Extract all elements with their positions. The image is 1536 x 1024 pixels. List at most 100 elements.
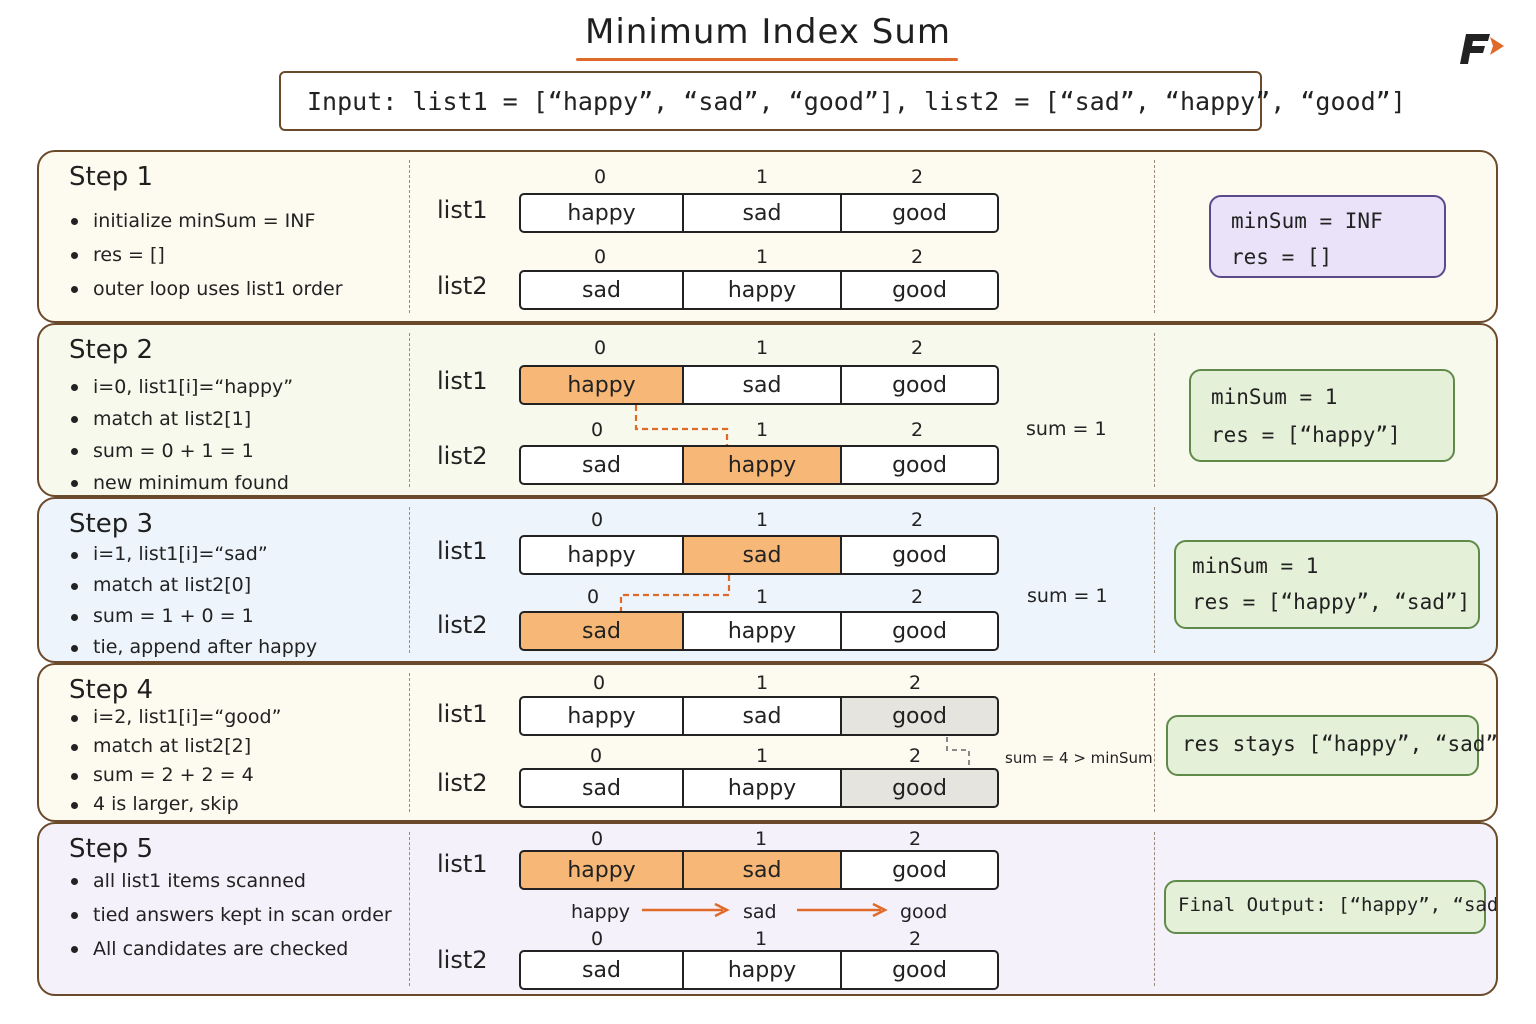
list-cell-highlighted: sad xyxy=(519,611,684,651)
input-box: Input: list1 = [“happy”, “sad”, “good”],… xyxy=(279,71,1406,131)
list-cell-highlighted: sad xyxy=(684,535,842,575)
list1-row: happy sad good xyxy=(519,535,999,575)
index-label: 2 xyxy=(910,246,924,268)
index-label: 1 xyxy=(754,828,768,850)
title-underline xyxy=(576,58,958,61)
index-label: 0 xyxy=(586,586,600,608)
sum-label: sum = 1 xyxy=(1027,585,1108,607)
index-label: 0 xyxy=(590,509,604,531)
list1-label: list1 xyxy=(437,700,488,728)
list1-label: list1 xyxy=(437,367,488,395)
index-label: 1 xyxy=(755,509,769,531)
index-label: 0 xyxy=(592,672,606,694)
step-bullets: initialize minSum = INF res = [] outer l… xyxy=(67,204,343,306)
list-cell: sad xyxy=(519,768,684,808)
list1-label: list1 xyxy=(437,850,488,878)
list2-label: list2 xyxy=(437,611,488,639)
list2-row: sad happy good xyxy=(519,950,999,990)
index-label: 1 xyxy=(755,337,769,359)
step-5-panel: Step 5 all list1 items scanned tied answ… xyxy=(37,822,1498,996)
index-label: 1 xyxy=(755,246,769,268)
index-label: 1 xyxy=(755,672,769,694)
list-cell: good xyxy=(842,611,999,651)
index-label: 1 xyxy=(755,166,769,188)
step-1-panel: Step 1 initialize minSum = INF res = [] … xyxy=(37,150,1498,323)
list-cell: happy xyxy=(684,270,842,310)
divider xyxy=(1154,507,1155,653)
list1-label: list1 xyxy=(437,196,488,224)
list2-row: sad happy good xyxy=(519,445,999,485)
state-line: res = [“happy”, “sad”] xyxy=(1192,590,1471,614)
index-label: 1 xyxy=(754,928,768,950)
list-cell: happy xyxy=(684,768,842,808)
list-cell-highlighted: happy xyxy=(519,850,684,890)
bullet-item: i=0, list1[i]=“happy” xyxy=(67,371,293,403)
index-label: 2 xyxy=(910,509,924,531)
arrow-right-icon xyxy=(797,902,888,918)
list1-label: list1 xyxy=(437,537,488,565)
step-title: Step 2 xyxy=(69,335,154,365)
list-cell: sad xyxy=(684,193,842,233)
state-line: minSum = INF xyxy=(1231,209,1383,233)
index-label: 0 xyxy=(590,928,604,950)
bullet-item: sum = 0 + 1 = 1 xyxy=(67,435,293,467)
bullet-item: res = [] xyxy=(67,238,343,272)
index-label: 0 xyxy=(593,337,607,359)
bullet-item: tie, append after happy xyxy=(67,632,317,661)
divider xyxy=(409,160,410,313)
index-label: 2 xyxy=(910,337,924,359)
divider xyxy=(409,832,410,986)
list-cell: sad xyxy=(684,696,842,736)
state-box: minSum = 1 res = [“happy”] xyxy=(1189,369,1455,462)
state-line: Final Output: [“happy”, “sad”] xyxy=(1178,894,1498,916)
state-box: res stays [“happy”, “sad”] xyxy=(1166,715,1496,776)
list-cell: happy xyxy=(519,696,684,736)
list-cell: good xyxy=(842,193,999,233)
list2-row: sad happy good xyxy=(519,611,999,651)
state-line: res stays [“happy”, “sad”] xyxy=(1182,732,1498,756)
list-cell: good xyxy=(842,365,999,405)
step-bullets: i=2, list1[i]=“good” match at list2[2] s… xyxy=(67,703,281,819)
step-title: Step 4 xyxy=(69,675,154,705)
index-label: 1 xyxy=(755,586,769,608)
index-label: 0 xyxy=(590,419,604,441)
bullet-item: tied answers kept in scan order xyxy=(67,898,392,932)
step-title: Step 3 xyxy=(69,509,154,539)
scan-word: sad xyxy=(743,901,777,923)
list1-row: happy sad good xyxy=(519,365,999,405)
list-cell: happy xyxy=(684,611,842,651)
bullet-item: outer loop uses list1 order xyxy=(67,272,343,306)
bullet-item: sum = 1 + 0 = 1 xyxy=(67,601,317,632)
divider xyxy=(1154,160,1155,313)
page-title: Minimum Index Sum xyxy=(584,12,952,52)
index-label: 2 xyxy=(910,586,924,608)
step-bullets: i=1, list1[i]=“sad” match at list2[0] su… xyxy=(67,539,317,661)
state-box: minSum = INF res = [] xyxy=(1209,195,1446,278)
list-cell: sad xyxy=(684,365,842,405)
divider xyxy=(1154,333,1155,487)
step-2-panel: Step 2 i=0, list1[i]=“happy” match at li… xyxy=(37,323,1498,497)
index-label: 0 xyxy=(593,166,607,188)
list2-label: list2 xyxy=(437,442,488,470)
index-label: 2 xyxy=(908,828,922,850)
state-line: res = [“happy”] xyxy=(1211,423,1401,447)
bullet-item: new minimum found xyxy=(67,467,293,495)
divider xyxy=(1154,673,1155,812)
list2-label: list2 xyxy=(437,769,488,797)
list-cell-highlighted: sad xyxy=(684,850,842,890)
bullet-item: initialize minSum = INF xyxy=(67,204,343,238)
list2-label: list2 xyxy=(437,272,488,300)
list2-row: sad happy good xyxy=(519,270,999,310)
list-cell: good xyxy=(842,850,999,890)
list-cell-highlighted: happy xyxy=(519,365,684,405)
state-line: minSum = 1 xyxy=(1192,554,1319,578)
divider xyxy=(409,333,410,487)
index-label: 0 xyxy=(589,745,603,767)
list-cell: sad xyxy=(519,950,684,990)
state-line: minSum = 1 xyxy=(1211,385,1338,409)
bullet-item: All candidates are checked xyxy=(67,932,392,966)
list2-label: list2 xyxy=(437,946,488,974)
index-label: 0 xyxy=(593,246,607,268)
index-label: 1 xyxy=(755,745,769,767)
scan-word: happy xyxy=(571,901,631,923)
